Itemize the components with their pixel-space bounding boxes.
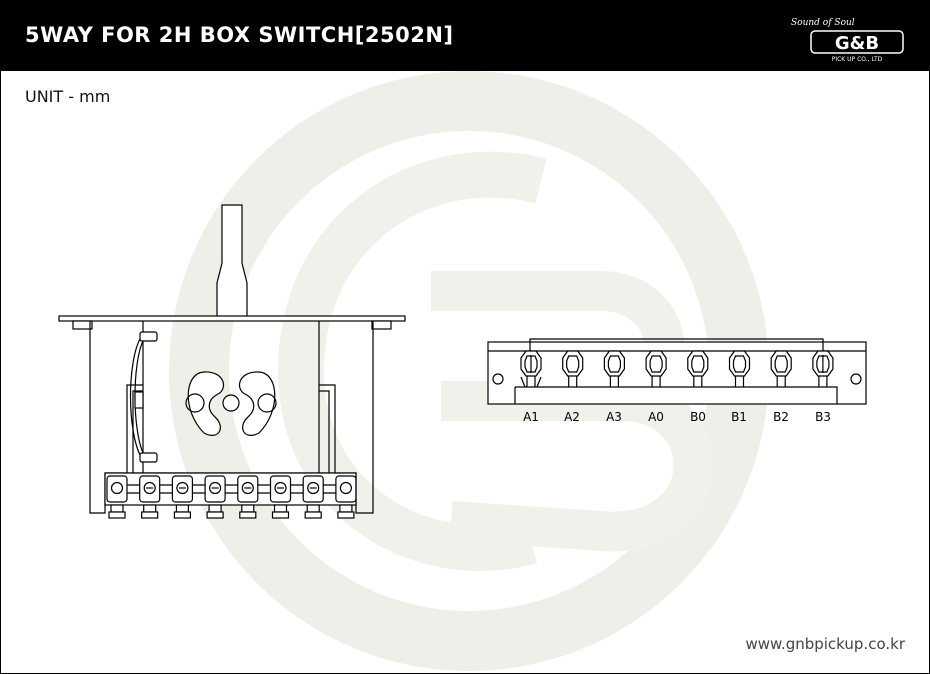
mounting-plate <box>58 315 406 330</box>
terminal-label: A1 <box>523 410 539 424</box>
logo-script: Sound of Soul <box>791 18 855 28</box>
terminal-label: B1 <box>731 410 747 424</box>
front-terminal-lug <box>728 350 751 387</box>
side-terminal-lug <box>335 475 357 519</box>
side-terminal-lug <box>237 475 259 519</box>
switch-lever <box>216 204 248 318</box>
terminal-label: A2 <box>564 410 580 424</box>
terminal-label: A0 <box>648 410 664 424</box>
logo-main: G&B <box>835 33 879 54</box>
gnb-logo: Sound of Soul G&B PICK UP CO., LTD <box>791 18 904 63</box>
rotor-cam <box>185 371 277 436</box>
front-terminal-lug <box>687 350 709 387</box>
logo-sub: PICK UP CO., LTD <box>832 56 883 63</box>
front-terminal-lug <box>603 350 625 387</box>
front-terminal-lugs <box>520 350 834 387</box>
side-terminal-lug <box>269 475 292 519</box>
unit-label: UNIT - mm <box>25 87 111 106</box>
side-terminal-lug <box>139 475 161 519</box>
side-terminal-lug <box>204 475 226 519</box>
front-terminal-lug <box>520 350 542 387</box>
terminal-label: A3 <box>606 410 622 424</box>
terminal-label: B2 <box>773 410 789 424</box>
website-url: www.gnbpickup.co.kr <box>745 635 906 653</box>
front-terminal-lug <box>562 350 584 387</box>
terminal-label: B0 <box>690 410 706 424</box>
terminal-label: B3 <box>815 410 831 424</box>
front-terminal-lug <box>770 350 792 387</box>
side-terminal-lugs <box>106 475 357 519</box>
page-title: 5WAY FOR 2H BOX SWITCH[2502N] <box>25 23 454 47</box>
side-terminal-lug <box>302 475 324 519</box>
side-terminal-lug <box>171 475 193 519</box>
front-terminal-lug <box>812 350 834 387</box>
side-terminal-lug <box>106 475 128 519</box>
header-bar: 5WAY FOR 2H BOX SWITCH[2502N] Sound of S… <box>1 1 929 71</box>
front-terminal-lug <box>645 350 667 387</box>
front-view-plate <box>487 338 867 405</box>
